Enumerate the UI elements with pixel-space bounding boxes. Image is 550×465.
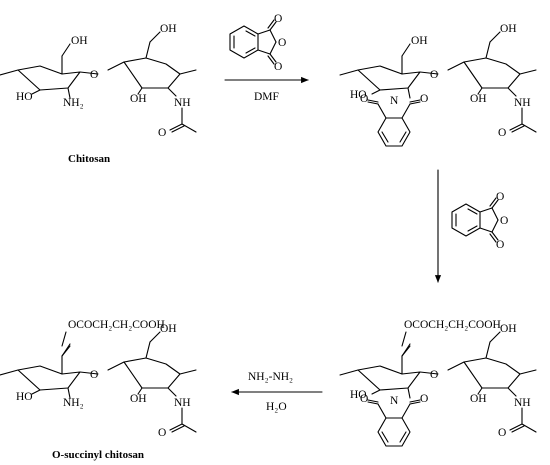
atom-label: O xyxy=(90,369,98,381)
label-o: O xyxy=(274,13,282,25)
atom-label: O xyxy=(498,127,506,139)
atom-label: OH xyxy=(160,323,177,335)
atom-label: O xyxy=(430,69,438,81)
label-o: O xyxy=(158,127,166,139)
label-nh2: NH₂ xyxy=(63,97,84,109)
atom-label: OH xyxy=(500,323,517,335)
atom-label: O xyxy=(360,93,368,105)
label-o: O xyxy=(274,61,282,73)
atom-label: OH xyxy=(411,35,428,47)
label-nh: NH xyxy=(174,97,191,109)
atom-label: NH xyxy=(174,397,191,409)
reaction-condition-dmf: DMF xyxy=(254,91,279,103)
atom-label: N xyxy=(390,395,399,407)
atom-label: O xyxy=(158,427,166,439)
caption-o-succinyl-chitosan: O-succinyl chitosan xyxy=(52,449,144,461)
reagent-phthalic-anhydride: O O O xyxy=(229,13,286,73)
atom-label: O xyxy=(420,393,428,405)
atom-label: OH xyxy=(470,393,487,405)
label-o: O xyxy=(278,37,286,49)
reagent-phthalic-anhydride: O O O xyxy=(451,191,508,251)
reaction-condition-hydrazine: NH₂-NH₂ xyxy=(248,371,293,383)
atom-label: OCOCH₂CH₂COOH xyxy=(404,319,501,331)
label-oh: OH xyxy=(160,23,177,35)
atom-label: O xyxy=(360,393,368,405)
atom-label: OH xyxy=(470,93,487,105)
atom-label: OH xyxy=(500,23,517,35)
reaction-condition-water: H₂O xyxy=(266,401,287,413)
atom-label: HO xyxy=(350,89,367,101)
label-oh: OH xyxy=(71,35,88,47)
chitosan-structure: OH OH HO NH₂ O OH NH O xyxy=(0,23,197,139)
atom-label: O xyxy=(430,369,438,381)
atom-label: NH xyxy=(514,397,531,409)
atom-label: O xyxy=(498,427,506,439)
atom-label: N xyxy=(390,95,399,107)
n-phthaloyl-o-succinyl-chitosan-structure: OCOCH₂CH₂COOH OH HO N O O O OH NH O xyxy=(339,319,537,447)
atom-label: HO xyxy=(350,389,367,401)
atom-label: O xyxy=(500,215,508,227)
atom-label: OH xyxy=(130,393,147,405)
label-o: O xyxy=(90,69,98,81)
o-succinyl-chitosan-structure: OCOCH₂CH₂COOH OH HO NH₂ O OH NH O xyxy=(0,319,197,439)
atom-label: NH₂ xyxy=(63,397,84,409)
atom-label: OCOCH₂CH₂COOH xyxy=(68,319,165,331)
label-ho: HO xyxy=(16,91,33,103)
atom-label: HO xyxy=(16,391,33,403)
atom-label: NH xyxy=(514,97,531,109)
atom-label: O xyxy=(496,239,504,251)
atom-label: O xyxy=(420,93,428,105)
n-phthaloyl-chitosan-structure: OH OH HO N O O O OH NH O xyxy=(339,23,537,147)
label-oh: OH xyxy=(130,93,147,105)
atom-label: O xyxy=(496,191,504,203)
caption-chitosan: Chitosan xyxy=(68,153,110,165)
